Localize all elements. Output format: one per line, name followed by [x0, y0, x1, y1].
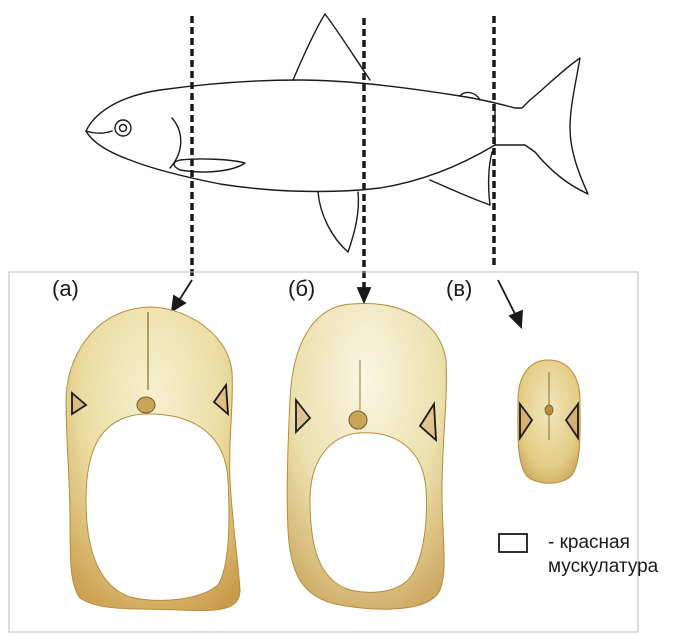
arrow-a-shaft [178, 280, 192, 302]
section-a-spine [137, 397, 155, 413]
arrow-b-head [358, 288, 370, 302]
legend-red-muscle-symbol [499, 534, 527, 552]
arrow-a-head [172, 296, 185, 311]
fish-pelvic-fin [318, 192, 358, 252]
section-b-spine [349, 411, 367, 429]
section-label-c: (в) [446, 276, 472, 302]
fish-drawing [86, 14, 588, 252]
fish-body [86, 58, 588, 194]
legend-line-1: - красная [548, 532, 630, 554]
fish-anal-fin [430, 152, 492, 205]
cross-section-b [287, 303, 446, 609]
section-label-a: (а) [52, 276, 79, 302]
fish-mouth [86, 131, 112, 133]
section-b-flesh [287, 303, 446, 609]
fish-eye-inner [120, 125, 127, 132]
cross-section-c [518, 360, 580, 483]
section-a-flesh [66, 307, 240, 611]
fish-dorsal-fin [293, 14, 370, 80]
section-c-spine [545, 405, 553, 415]
cross-section-a [66, 307, 240, 611]
arrow-c-shaft [498, 280, 516, 316]
fish-pectoral-fin [174, 159, 245, 172]
fish-eye-outer [115, 120, 131, 136]
section-label-b: (б) [288, 276, 315, 302]
arrow-c-head [510, 311, 522, 327]
legend-line-2: мускулатура [548, 556, 658, 578]
